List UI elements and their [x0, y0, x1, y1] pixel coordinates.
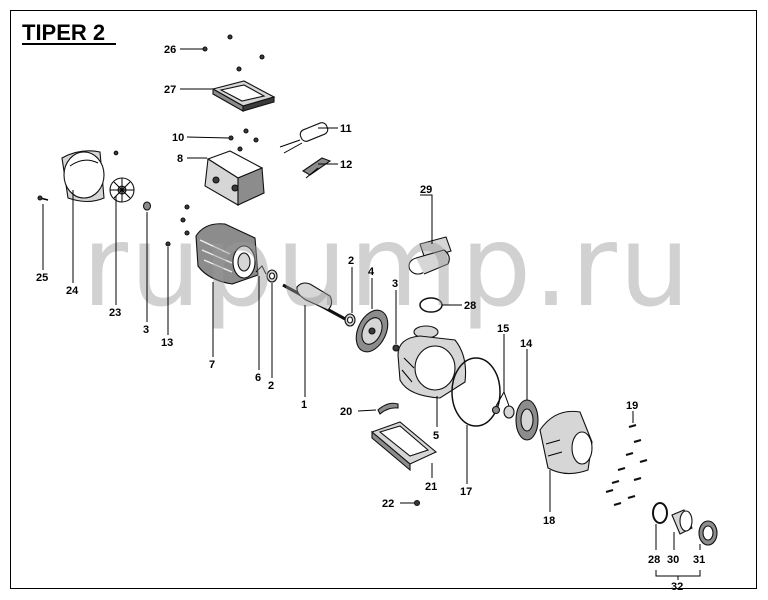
- label-11: 11: [340, 123, 352, 135]
- leader-lines: [42, 48, 701, 580]
- screw-10: [228, 128, 259, 152]
- label-18: 18: [543, 515, 555, 527]
- terminal-box-8: [204, 150, 265, 206]
- pump-body-5: [397, 325, 467, 399]
- terminal-cover-27: [211, 80, 276, 112]
- wave-washer-6: [255, 265, 267, 275]
- label-8: 8: [177, 153, 183, 165]
- label-4: 4: [368, 266, 375, 278]
- bearing-3-left: [142, 201, 152, 211]
- gasket-17: [451, 357, 501, 427]
- inlet-basket-29: [408, 236, 452, 275]
- screw-25: [37, 195, 49, 201]
- diagram-frame: [10, 10, 757, 589]
- o-ring-28-lower: [652, 502, 668, 524]
- screw-26: [202, 34, 265, 72]
- label-23: 23: [109, 307, 121, 319]
- label-2-left: 2: [268, 380, 274, 392]
- label-22: 22: [382, 498, 394, 510]
- mechanical-seal-15: [491, 405, 515, 419]
- diagram-title: TIPER 2: [22, 20, 105, 45]
- label-28-upper: 28: [464, 300, 476, 312]
- impeller-14: [515, 399, 539, 441]
- fan-23: [109, 150, 135, 203]
- clip-20: [377, 402, 399, 415]
- label-10: 10: [172, 132, 184, 144]
- label-29: 29: [420, 184, 432, 196]
- label-2-right: 2: [348, 255, 354, 267]
- label-24: 24: [66, 285, 79, 297]
- label-19: 19: [626, 400, 638, 412]
- label-3-right: 3: [392, 278, 398, 290]
- label-30: 30: [667, 554, 679, 566]
- label-25: 25: [36, 272, 48, 284]
- label-7: 7: [209, 359, 215, 371]
- base-21: [370, 421, 438, 472]
- label-6: 6: [255, 372, 261, 384]
- label-21: 21: [425, 481, 437, 493]
- screw-22: [400, 499, 421, 507]
- label-15: 15: [497, 323, 509, 335]
- bearing-2-right: [344, 313, 356, 327]
- screws-19: [605, 423, 648, 507]
- label-28-lower: 28: [648, 554, 660, 566]
- union-tail-30: [671, 509, 693, 535]
- rotor-shaft-1: [282, 282, 348, 322]
- label-27: 27: [164, 84, 176, 96]
- cable-clamp-12: [301, 157, 332, 179]
- label-17: 17: [460, 486, 472, 498]
- label-14: 14: [520, 338, 533, 350]
- label-31: 31: [693, 554, 705, 566]
- label-12: 12: [340, 159, 352, 171]
- label-5: 5: [433, 430, 439, 442]
- capacitor-11: [279, 122, 329, 154]
- watermark: rupump.ru: [82, 202, 692, 332]
- screw-13: [165, 204, 190, 247]
- bearing-2-left: [266, 269, 278, 283]
- label-26: 26: [164, 44, 176, 56]
- union-nut-31: [698, 520, 718, 546]
- label-32: 32: [671, 581, 683, 593]
- motor-housing-7: [195, 223, 259, 285]
- diffuser-housing-18: [539, 410, 593, 475]
- label-3-left: 3: [143, 324, 149, 336]
- bearing-flange-4: [355, 309, 389, 353]
- fan-cover-24: [61, 150, 105, 203]
- label-20: 20: [340, 406, 352, 418]
- label-1: 1: [301, 399, 307, 411]
- label-13: 13: [161, 337, 173, 349]
